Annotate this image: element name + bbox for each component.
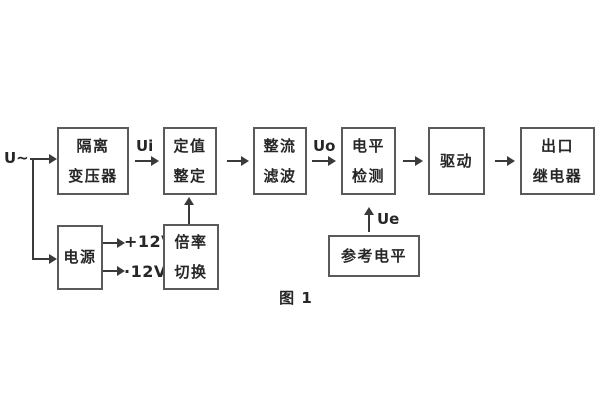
block-rectifier-filter: 整流 滤波 [253,127,307,195]
block-power-supply: 电源 [57,225,103,290]
figure-caption: 图 1 [279,289,313,307]
line-level-to-driver [403,160,415,162]
line-ue [368,214,370,232]
power-input-line [32,258,49,260]
block-label: 驱动 [439,151,473,170]
arrowhead-ui-icon [151,156,159,166]
arrowhead-level-to-driver-icon [415,156,423,166]
input-signal-label: U~ [4,149,29,167]
arrowhead-driver-to-relay-icon [507,156,515,166]
block-label: 参考电平 [340,246,407,265]
block-label: 继电器 [532,166,583,185]
block-label: 整定 [173,166,207,185]
block-reference-level: 参考电平 [328,235,420,277]
block-label: 检测 [351,166,385,185]
signal-label-uo: Uo [313,137,336,155]
block-driver: 驱动 [428,127,485,195]
arrowhead-uo-icon [328,156,336,166]
block-output-relay: 出口 继电器 [520,127,595,195]
arrowhead-ratio-to-setting-icon [184,197,194,205]
input-line [30,158,49,160]
line-ui [135,160,151,162]
block-label: 电源 [63,248,97,266]
block-label: 隔离 [76,136,110,155]
input-branch-line [32,158,34,260]
arrowhead-input-icon [49,154,57,164]
block-label: 变压器 [68,166,118,185]
signal-label-ui: Ui [136,137,154,155]
block-label: 滤波 [263,166,297,185]
block-label: 出口 [540,136,574,155]
rail-label-negative: ·12V [124,262,167,281]
block-ratio-switch: 倍率 切换 [163,224,219,290]
arrowhead-rail-positive-icon [117,238,125,248]
block-isolation-transformer: 隔离 变压器 [57,127,129,195]
block-label: 整流 [263,136,297,155]
block-label: 定值 [173,136,207,155]
block-label: 电平 [351,136,385,155]
arrowhead-setting-to-rectifier-icon [241,156,249,166]
arrowhead-power-input-icon [49,254,57,264]
line-rail-positive [103,242,117,244]
block-label: 切换 [174,262,208,281]
signal-label-ue: Ue [377,210,400,228]
block-level-detection: 电平 检测 [341,127,396,195]
arrowhead-rail-negative-icon [117,266,125,276]
block-label: 倍率 [174,232,208,251]
arrowhead-ue-icon [364,207,374,215]
line-driver-to-relay [495,160,507,162]
line-ratio-to-setting [188,204,190,224]
line-uo [312,160,328,162]
line-setting-to-rectifier [227,160,241,162]
block-value-setting: 定值 整定 [163,127,217,195]
rail-label-positive: +12V [124,232,175,251]
line-rail-negative [103,270,117,272]
